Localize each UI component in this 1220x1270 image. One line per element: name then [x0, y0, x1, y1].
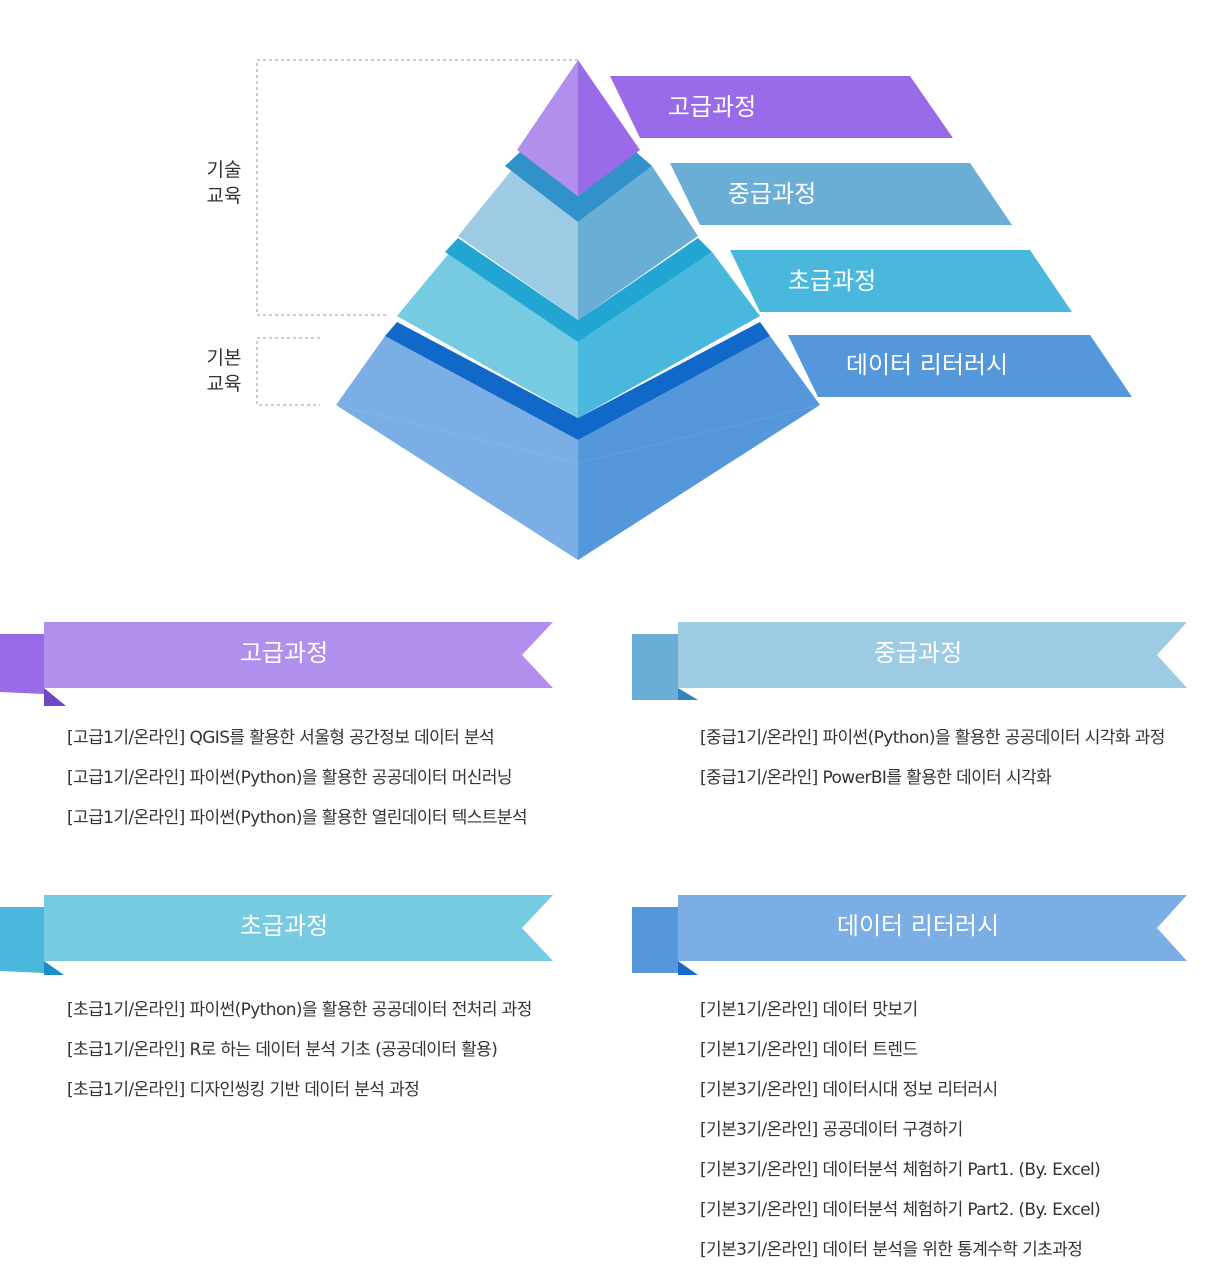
pyramid-banner-advanced	[610, 76, 953, 138]
course-item[interactable]: [고급1기/온라인] QGIS를 활용한 서울형 공간정보 데이터 분석	[67, 728, 495, 748]
ribbon-basic	[0, 895, 553, 975]
course-list-intermediate: [중급1기/온라인] 파이썬(Python)을 활용한 공공데이터 시각화 과정…	[700, 718, 1165, 798]
ribbon-advanced	[0, 622, 553, 706]
skill-education-label: 기술 교육	[204, 157, 244, 209]
pyramid-tier-basic	[397, 238, 760, 418]
pyramid-banner-basic	[730, 250, 1072, 312]
basic-education-line-2: 교육	[206, 373, 242, 395]
section-title-literacy: 데이터 리터러시	[836, 912, 1000, 940]
course-item[interactable]: [고급1기/온라인] 파이썬(Python)을 활용한 열린데이터 텍스트분석	[67, 808, 528, 828]
course-item[interactable]: [기본3기/온라인] 데이터분석 체험하기 Part2. (By. Excel)	[700, 1200, 1101, 1220]
section-title-advanced: 고급과정	[239, 639, 329, 667]
ribbon-intermediate	[632, 622, 1187, 700]
basic-education-label: 기본 교육	[204, 345, 244, 397]
ribbon-literacy	[632, 895, 1187, 975]
course-item[interactable]: [기본3기/온라인] 데이터 분석을 위한 통계수학 기초과정	[700, 1240, 1083, 1260]
pyramid-banner-intermediate	[670, 163, 1012, 225]
basic-education-line-1: 기본	[206, 347, 242, 369]
course-item[interactable]: [중급1기/온라인] PowerBI를 활용한 데이터 시각화	[700, 768, 1052, 788]
pyramid-label-intermediate: 중급과정	[728, 180, 816, 208]
course-item[interactable]: [초급1기/온라인] 파이썬(Python)을 활용한 공공데이터 전처리 과정	[67, 1000, 532, 1020]
course-list-literacy: [기본1기/온라인] 데이터 맛보기 [기본1기/온라인] 데이터 트렌드 [기…	[700, 990, 1101, 1270]
course-item[interactable]: [기본1기/온라인] 데이터 맛보기	[700, 1000, 918, 1020]
section-title-basic: 초급과정	[239, 912, 329, 940]
pyramid-label-advanced: 고급과정	[668, 93, 756, 121]
skill-education-line-1: 기술	[206, 159, 242, 181]
course-list-basic: [초급1기/온라인] 파이썬(Python)을 활용한 공공데이터 전처리 과정…	[67, 990, 532, 1110]
pyramid-tier-advanced	[517, 60, 640, 196]
course-item[interactable]: [기본1기/온라인] 데이터 트렌드	[700, 1040, 918, 1060]
course-item[interactable]: [고급1기/온라인] 파이썬(Python)을 활용한 공공데이터 머신러닝	[67, 768, 513, 788]
section-title-intermediate: 중급과정	[873, 639, 963, 667]
course-item[interactable]: [중급1기/온라인] 파이썬(Python)을 활용한 공공데이터 시각화 과정	[700, 728, 1165, 748]
pyramid-label-literacy: 데이터 리터러시	[846, 351, 1008, 379]
basic-education-bracket	[256, 337, 320, 406]
skill-education-line-2: 교육	[206, 185, 242, 207]
course-item[interactable]: [초급1기/온라인] 디자인씽킹 기반 데이터 분석 과정	[67, 1080, 420, 1100]
pyramid-banner-literacy	[788, 335, 1132, 397]
pyramid-tier-intermediate	[458, 152, 698, 320]
course-list-advanced: [고급1기/온라인] QGIS를 활용한 서울형 공간정보 데이터 분석 [고급…	[67, 718, 528, 838]
course-item[interactable]: [기본3기/온라인] 데이터분석 체험하기 Part1. (By. Excel)	[700, 1160, 1101, 1180]
pyramid-label-basic: 초급과정	[788, 267, 876, 295]
pyramid-diagram: 고급과정 중급과정 초급과정 데이터 리터러시	[256, 59, 1132, 560]
pyramid-tier-literacy	[336, 322, 820, 560]
course-item[interactable]: [기본3기/온라인] 공공데이터 구경하기	[700, 1120, 963, 1140]
course-item[interactable]: [초급1기/온라인] R로 하는 데이터 분석 기초 (공공데이터 활용)	[67, 1040, 498, 1060]
course-item[interactable]: [기본3기/온라인] 데이터시대 정보 리터러시	[700, 1080, 998, 1100]
